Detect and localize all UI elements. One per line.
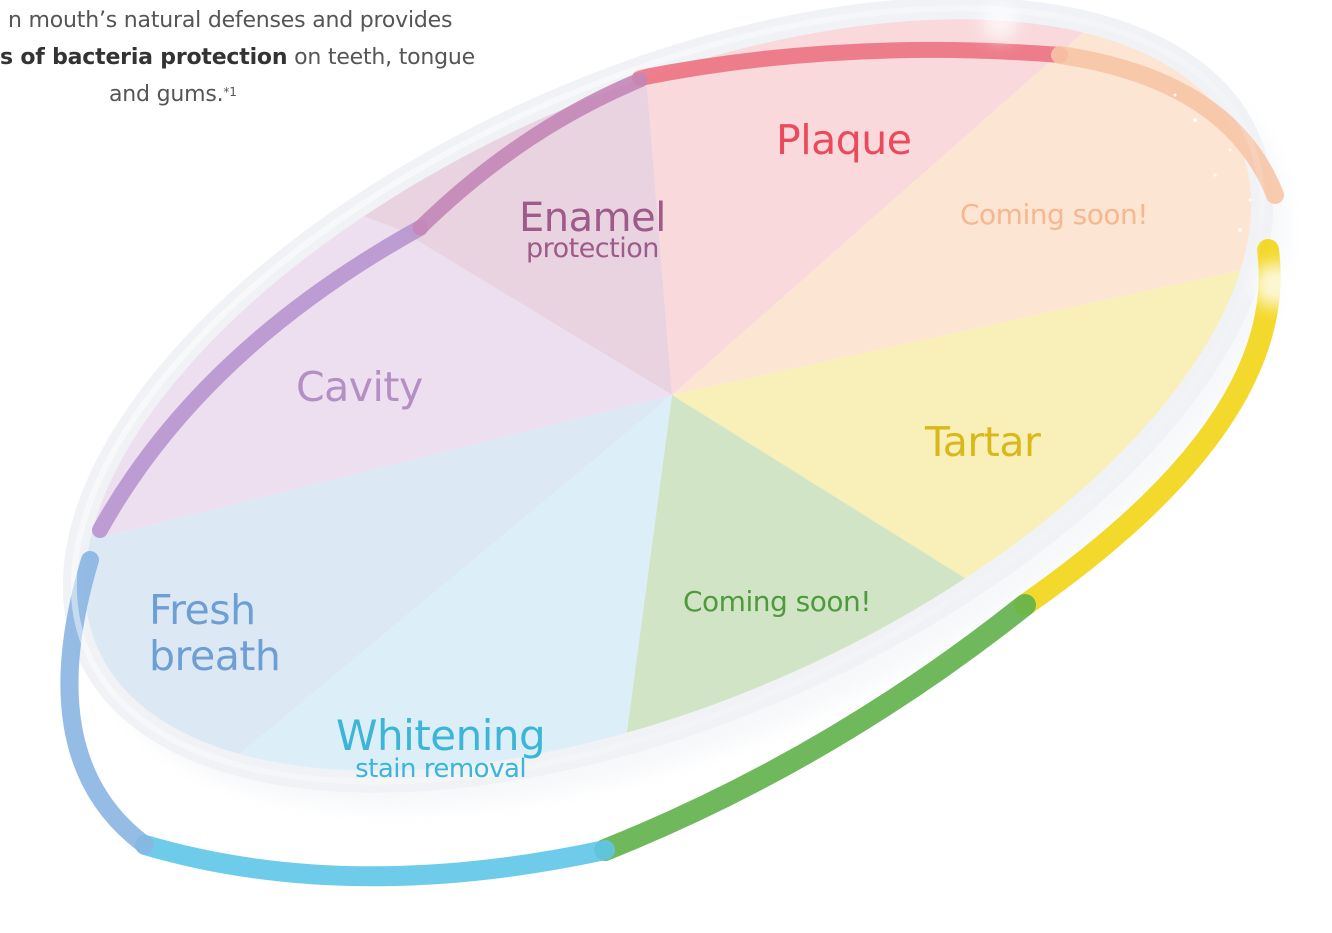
label-coming-soon-top: Coming soon!: [960, 198, 1148, 231]
label-coming-soon-green-title: Coming soon!: [683, 585, 871, 618]
segment-coming-soon-top: [672, 0, 1332, 395]
sparkles: [1173, 93, 1292, 232]
label-cavity-title: Cavity: [296, 363, 423, 411]
intro-line-2-rest: on teeth, tongue: [287, 45, 476, 70]
label-coming-soon-green: Coming soon!: [683, 585, 871, 618]
segment-plaque: [640, 0, 1120, 395]
rim-whitening: [135, 835, 615, 887]
label-plaque-title: Plaque: [776, 116, 912, 164]
label-whitening-subtitle: stain removal: [355, 754, 527, 784]
intro-line-3-text: and gums.: [109, 82, 224, 107]
intro-line-1: n mouth’s natural defenses and provides: [8, 8, 453, 33]
intro-line-3: and gums.*1: [0, 76, 640, 113]
rim-coming-soon-green: [594, 594, 1036, 861]
label-plaque: Plaque: [776, 116, 912, 164]
intro-line-2: s of bacteria protection on teeth, tongu…: [0, 39, 640, 76]
rim-glow-top: [982, 4, 1018, 40]
rim-glow-right: [1253, 263, 1297, 307]
label-whitening: Whitening stain removal: [336, 711, 546, 784]
label-enamel-subtitle: protection: [525, 233, 659, 264]
label-enamel: Enamel protection: [519, 196, 666, 264]
intro-bold-phrase: s of bacteria protection: [0, 45, 288, 70]
rim-plaque: [632, 41, 1068, 86]
label-tartar: Tartar: [925, 418, 1041, 466]
label-cavity: Cavity: [296, 363, 423, 411]
footnote-marker: *1: [223, 85, 237, 99]
label-tartar-title: Tartar: [925, 418, 1041, 466]
rim-coming-soon-top: [1051, 46, 1284, 204]
intro-text: n mouth’s natural defenses and provides …: [0, 0, 640, 113]
label-fresh-breath-line-2: breath: [149, 632, 281, 680]
label-enamel-title: Enamel: [519, 195, 666, 241]
rim-cavity: [92, 220, 428, 538]
label-whitening-title: Whitening: [336, 711, 546, 760]
label-fresh-breath: Fresh breath: [149, 586, 281, 680]
rim-enamel: [412, 72, 648, 236]
label-fresh-breath-line-1: Fresh: [149, 586, 256, 634]
label-coming-soon-top-title: Coming soon!: [960, 198, 1148, 231]
